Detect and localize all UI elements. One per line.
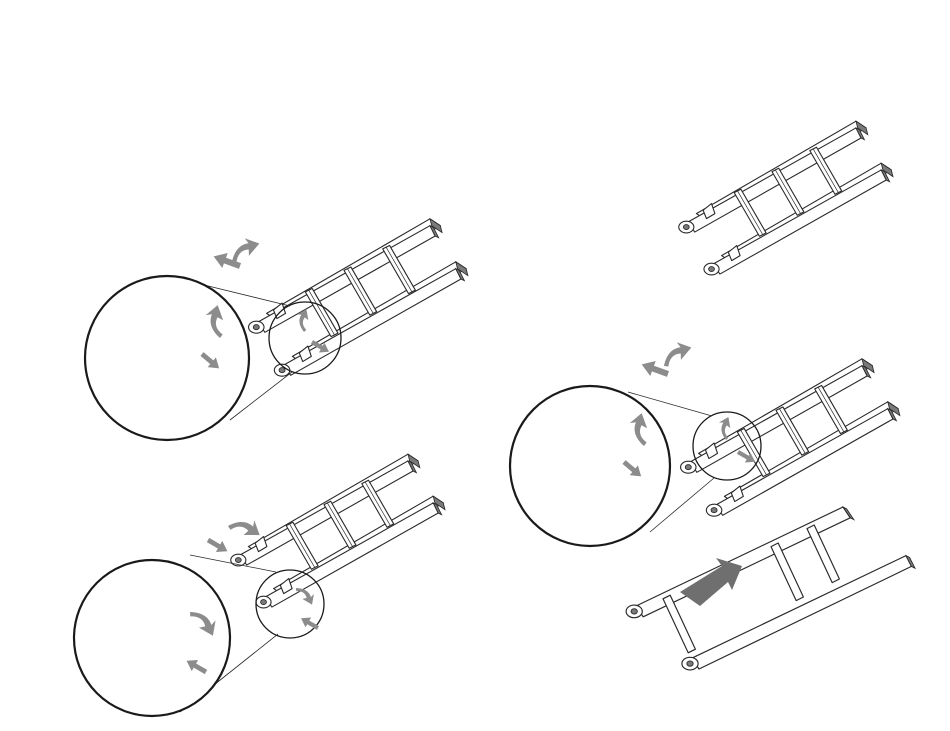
magnifier-detail-icon (67, 228, 317, 468)
straight-arrow-icon (205, 534, 231, 556)
ladder-frame (681, 359, 900, 516)
ladder-frame (249, 219, 468, 376)
step-1-figure (67, 219, 468, 468)
step-4-figure (490, 336, 900, 576)
ladder-frame (231, 454, 445, 608)
step-3-figure (679, 121, 893, 275)
curved-arrow-icon (658, 338, 695, 368)
ladder-frame (679, 121, 893, 275)
ladder-frame-unfolded (626, 507, 915, 670)
step-5-figure (626, 507, 915, 670)
step-2-figure (52, 454, 445, 731)
curved-arrow-icon (227, 510, 265, 543)
curved-arrow-icon (226, 234, 263, 264)
